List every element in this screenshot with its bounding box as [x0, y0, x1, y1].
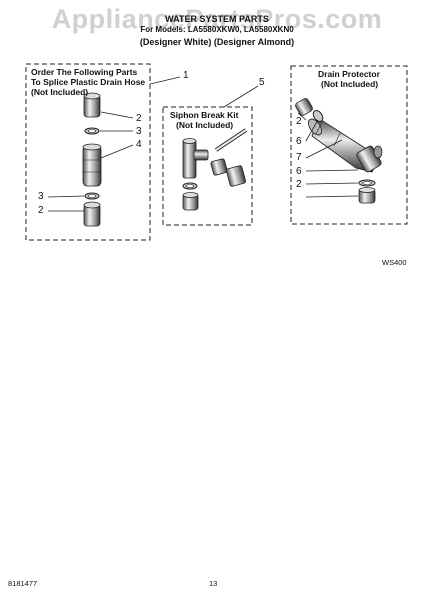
callout-6-drain-top: 6: [296, 136, 302, 147]
splice-parts-title-line1: Order The Following Parts: [31, 67, 138, 77]
callout-2-top: 2: [136, 113, 142, 124]
splice-parts-title-line3: (Not Included): [31, 87, 89, 97]
page-title: WATER SYSTEM PARTS: [165, 14, 269, 24]
callout-3-top: 3: [136, 126, 142, 137]
callout-3-bottom: 3: [38, 191, 44, 202]
color-variants: (Designer White) (Designer Almond): [139, 37, 295, 47]
leader-line-1: [149, 76, 181, 85]
model-numbers: For Models: LA5580XKW0, LA5580XKN0: [140, 25, 294, 34]
callout-2-drain-bottom: 2: [296, 179, 302, 190]
callout-1: 1: [183, 70, 189, 81]
callout-7: 7: [296, 152, 302, 163]
figure-id: WS400: [382, 258, 407, 267]
callout-2-bottom: 2: [38, 205, 44, 216]
siphon-tee-part: [182, 138, 209, 179]
drain-protector-ring-bottom-part: [358, 179, 376, 187]
clamp-ring-bottom-part: [84, 192, 100, 200]
connector-bottom-part: [83, 201, 101, 227]
leader-line-5: [223, 85, 259, 108]
siphon-kit-title-line2: (Not Included): [176, 120, 234, 130]
drain-protector-ring-top-part: [312, 110, 324, 122]
siphon-ring-part: [182, 182, 198, 190]
connector-top-part: [83, 92, 101, 118]
siphon-kit-title-line1: Siphon Break Kit: [170, 110, 239, 120]
siphon-cap-part: [182, 192, 199, 211]
drain-protector-title-line2: (Not Included): [321, 79, 379, 89]
drain-protector-cap-top-part: [295, 98, 313, 116]
callout-4: 4: [136, 139, 142, 150]
box-drain-protector: [290, 65, 408, 225]
splice-parts-title-line2: To Splice Plastic Drain Hose: [31, 77, 146, 87]
box-splice-parts: [25, 63, 151, 241]
callout-6-drain-bottom: 6: [296, 166, 302, 177]
drain-protector-body-part: [308, 117, 383, 173]
drain-protector-cap-bottom-part: [358, 187, 376, 204]
document-number: 8181477: [8, 579, 38, 588]
drain-protector-title-line1: Drain Protector: [318, 69, 380, 79]
watermark-text: AppliancePartsPros.com: [51, 4, 383, 34]
hose-coupling-part: [82, 143, 102, 187]
clamp-ring-top-part: [84, 127, 100, 135]
box-siphon-break-kit: [162, 106, 253, 226]
page-number: 13: [209, 579, 218, 588]
callout-2-drain-top: 2: [296, 116, 302, 127]
callout-5: 5: [259, 77, 265, 88]
siphon-fitting-part: [210, 158, 247, 187]
siphon-tube-part: [214, 128, 248, 152]
